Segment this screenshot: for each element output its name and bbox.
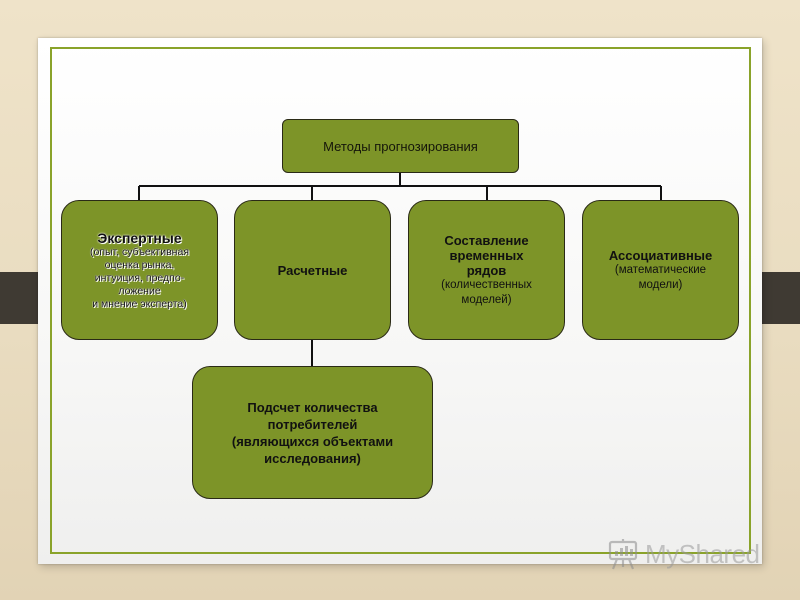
watermark-text: MyShared xyxy=(645,538,760,569)
category-time-series: Составление временных рядов (количествен… xyxy=(408,200,565,340)
category-expert-title: Экспертные xyxy=(97,229,182,246)
presentation-board-icon xyxy=(608,539,638,570)
category-time-series-description: (количественных моделей) xyxy=(441,278,532,306)
slide-frame xyxy=(50,47,751,554)
category-calculation: Расчетные xyxy=(234,200,391,340)
category-expert: Экспертные (опыт, субъективная оценка ры… xyxy=(61,200,218,340)
category-expert-description: (опыт, субъективная оценка рынка, интуиц… xyxy=(89,245,190,310)
category-associative-description: (математические модели) xyxy=(614,263,707,291)
category-calculation-title: Расчетные xyxy=(277,262,348,278)
category-associative-title: Ассоциативные xyxy=(608,247,713,263)
root-node: Методы прогнозирования xyxy=(282,119,519,173)
category-associative: Ассоциативные (математические модели) xyxy=(582,200,739,340)
sub-node-consumer-count: Подсчет количества потребителей (являющи… xyxy=(192,366,433,499)
sub-node-label: Подсчет количества потребителей (являющи… xyxy=(231,399,394,466)
watermark: MyShared xyxy=(607,536,760,572)
category-time-series-title: Составление временных рядов xyxy=(444,232,529,278)
root-node-label: Методы прогнозирования xyxy=(323,138,478,154)
